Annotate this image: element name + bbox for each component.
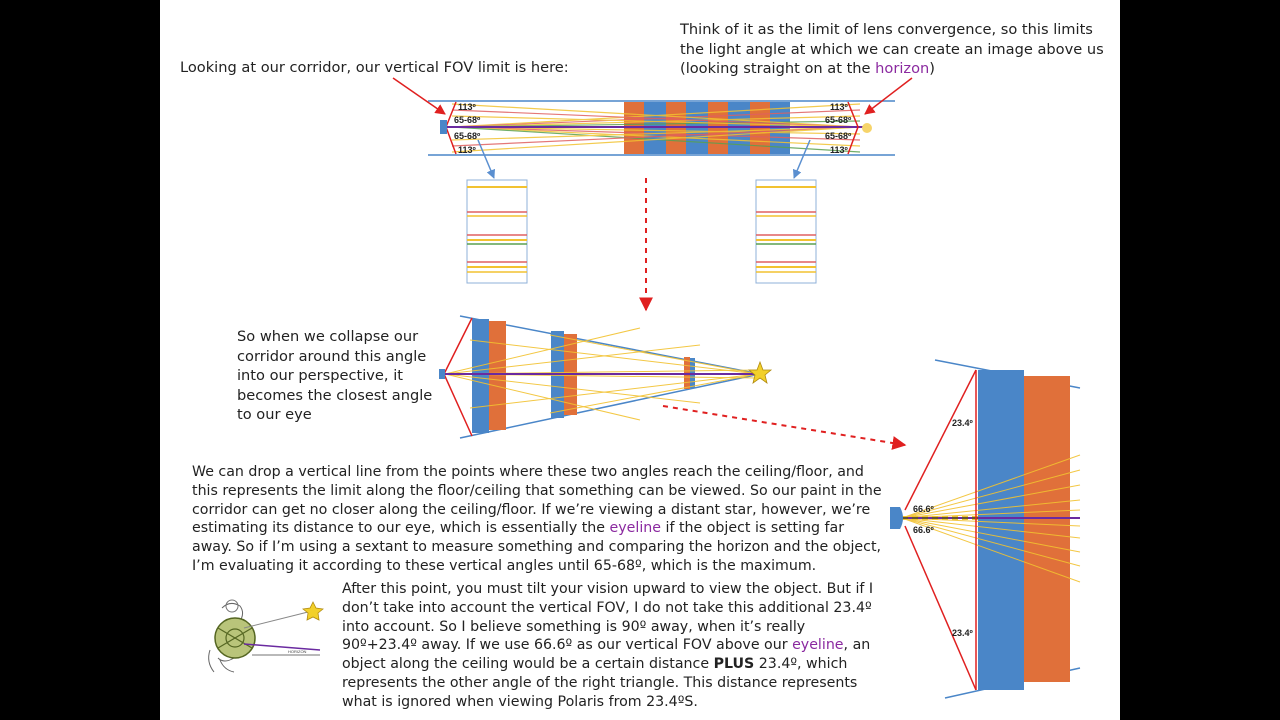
- text-top-left: Looking at our corridor, our vertical FO…: [180, 58, 610, 78]
- text-para1-b: if the object is setting far away. So if…: [192, 520, 882, 574]
- arrow-zoom-left: [477, 139, 496, 179]
- text-mid-left: So when we collapse our corridor around …: [237, 327, 445, 425]
- label-6568-right-top: 65-68º: [825, 115, 852, 125]
- label-666-top: 66.6º: [913, 504, 935, 514]
- text-top-left-content: Looking at our corridor, our vertical FO…: [180, 59, 569, 76]
- label-horizon-small: HORIZON: [288, 649, 307, 654]
- sextant-illustration: HORIZON: [208, 599, 324, 673]
- perspective-diagram: [439, 315, 773, 439]
- text-para2-highlight: eyeline: [792, 637, 844, 654]
- text-para2-bold: PLUS: [713, 656, 755, 673]
- label-6568-left-top: 65-68º: [454, 115, 481, 125]
- text-para2-b: , an object along the ceiling would be a…: [342, 637, 871, 673]
- label-113-right-top: 113º: [830, 102, 849, 112]
- text-para1-a: We can drop a vertical line from the poi…: [192, 464, 882, 537]
- text-top-right: Think of it as the limit of lens converg…: [680, 20, 1105, 79]
- label-113-left-bottom: 113º: [458, 145, 477, 155]
- label-234-top: 23.4º: [952, 418, 974, 428]
- text-top-right-a: Think of it as the limit of lens converg…: [680, 21, 1104, 77]
- label-113-left-top: 113º: [458, 102, 477, 112]
- text-paragraph-2: After this point, you must tilt your vis…: [342, 580, 884, 712]
- arrow-diagonal-dashed: [662, 405, 907, 450]
- label-234-bottom: 23.4º: [952, 628, 974, 638]
- arrow-right-fov: [864, 77, 913, 115]
- text-top-right-b: ): [929, 60, 935, 77]
- text-para2-a: After this point, you must tilt your vis…: [342, 581, 874, 654]
- text-top-right-highlight: horizon: [875, 60, 930, 77]
- text-paragraph-1: We can drop a vertical line from the poi…: [192, 463, 884, 576]
- label-6568-left-bottom: 65-68º: [454, 131, 481, 141]
- arrow-left-fov: [392, 77, 446, 115]
- zoom-box-right: [755, 179, 817, 284]
- label-113-right-bottom: 113º: [830, 145, 849, 155]
- star-icon-small: [302, 601, 324, 621]
- zoom-box-left: [466, 179, 528, 284]
- arrow-zoom-right: [792, 139, 811, 179]
- corridor-diagram: 113º 65-68º 65-68º 113º 113º 65-68º 65-6…: [428, 100, 895, 156]
- right-angle-diagram: 23.4º 66.6º 66.6º 23.4º: [890, 359, 1081, 699]
- diagram-canvas: 113º 65-68º 65-68º 113º 113º 65-68º 65-6…: [208, 77, 1081, 699]
- text-mid-left-content: So when we collapse our corridor around …: [237, 328, 433, 423]
- label-6568-right-bottom: 65-68º: [825, 131, 852, 141]
- label-666-bottom: 66.6º: [913, 525, 935, 535]
- text-para2-c: 23.4º, which represents the other angle …: [342, 656, 858, 710]
- text-para1-highlight: eyeline: [609, 520, 661, 537]
- star-icon: [747, 360, 773, 384]
- slide: 113º 65-68º 65-68º 113º 113º 65-68º 65-6…: [160, 0, 1120, 720]
